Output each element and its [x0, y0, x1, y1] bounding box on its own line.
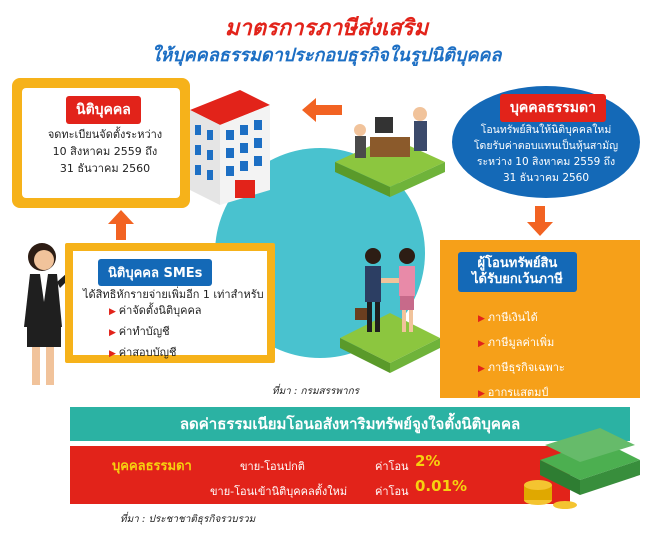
fee-row2-desc: ขาย-โอนเข้านิติบุคคลตั้งใหม่: [210, 485, 348, 498]
exemption-list: ภาษีเงินได้ ภาษีมูลค่าเพิ่ม ภาษีธุรกิจเฉ…: [478, 306, 565, 406]
fee-row2-pct: 0.01%: [415, 477, 468, 495]
source-note-1: ที่มา : กรมสรรพากร: [272, 386, 360, 397]
arrow-up-icon: [108, 210, 134, 240]
individual-tag: บุคคลธรรมดา: [500, 94, 606, 122]
individual-line2: โดยรับค่าตอบแทนเป็นหุ้นสามัญ: [473, 140, 619, 152]
arrow-left-icon: [302, 98, 342, 122]
smes-desc: ได้สิทธิหักรายจ่ายเพิ่มอีก 1 เท่าสำหรับ: [83, 288, 264, 301]
exemption-box: ผู้โอนทรัพย์สิน ได้รับยกเว้นภาษี ภาษีเงิ…: [440, 240, 640, 399]
legal-entity-line2: 10 สิงหาคม 2559 ถึง: [52, 145, 158, 158]
exemption-tag: ผู้โอนทรัพย์สิน ได้รับยกเว้นภาษี: [458, 252, 577, 292]
businesswoman-illustration: [24, 243, 80, 385]
individual-text: โอนทรัพย์สินให้นิติบุคคลใหม่ โดยรับค่าตอ…: [464, 122, 628, 186]
main-subtitle: ให้บุคคลธรรมดาประกอบธุรกิจในรูปนิติบุคคล: [151, 45, 502, 66]
individual-bubble: บุคคลธรรมดา โอนทรัพย์สินให้นิติบุคคลใหม่…: [452, 86, 640, 198]
fee-banner: ลดค่าธรรมเนียมโอนอสังหาริมทรัพย์จูงใจตั้…: [70, 407, 630, 441]
main-title: มาตรการภาษีส่งเสริม: [224, 16, 429, 41]
legal-entity-line1: จดทะเบียนจัดตั้งระหว่าง: [47, 128, 163, 141]
smes-tag: นิติบุคคล SMEs: [98, 259, 213, 286]
source-note-2: ที่มา : ประชาชาติธุรกิจรวบรวม: [120, 514, 256, 525]
fee-row2-label: ค่าโอน: [375, 485, 409, 498]
fee-box: บุคคลธรรมดา ขาย-โอนปกติ ค่าโอน 2% ขาย-โอ…: [70, 446, 570, 504]
smes-item: ค่าทำบัญชี: [109, 322, 202, 343]
smes-item: ค่าสอบบัญชี: [109, 343, 202, 364]
individual-line3: ระหว่าง 10 สิงหาคม 2559 ถึง: [476, 156, 616, 168]
fee-individual-label: บุคคลธรรมดา: [112, 459, 192, 474]
exemption-tag-line1: ผู้โอนทรัพย์สิน: [477, 256, 558, 271]
money-stack-illustration: [524, 428, 640, 509]
fee-row1-desc: ขาย-โอนปกติ: [240, 460, 305, 473]
exemption-tag-line2: ได้รับยกเว้นภาษี: [472, 272, 563, 287]
office-desk-illustration: [335, 107, 445, 197]
exemption-item: อากรแสตมป์: [478, 381, 565, 406]
legal-entity-line3: 31 ธันวาคม 2560: [59, 162, 151, 175]
individual-line1: โอนทรัพย์สินให้นิติบุคคลใหม่: [480, 124, 612, 136]
smes-list: ค่าจัดตั้งนิติบุคคล ค่าทำบัญชี ค่าสอบบัญ…: [109, 301, 202, 364]
fee-row1-label: ค่าโอน: [375, 460, 409, 473]
exemption-item: ภาษีมูลค่าเพิ่ม: [478, 331, 565, 356]
fee-row1-pct: 2%: [415, 452, 441, 470]
smes-board: นิติบุคคล SMEs ได้สิทธิหักรายจ่ายเพิ่มอี…: [65, 243, 275, 363]
exemption-item: ภาษีเงินได้: [478, 306, 565, 331]
individual-line4: 31 ธันวาคม 2560: [502, 172, 590, 184]
office-building-illustration: [190, 90, 270, 205]
arrow-down-icon: [527, 206, 553, 236]
smes-item: ค่าจัดตั้งนิติบุคคล: [109, 301, 202, 322]
legal-entity-tag: นิติบุคคล: [66, 96, 141, 124]
exemption-item: ภาษีธุรกิจเฉพาะ: [478, 356, 565, 381]
legal-entity-text: จดทะเบียนจัดตั้งระหว่าง 10 สิงหาคม 2559 …: [30, 126, 180, 177]
handshake-illustration: [340, 248, 440, 373]
